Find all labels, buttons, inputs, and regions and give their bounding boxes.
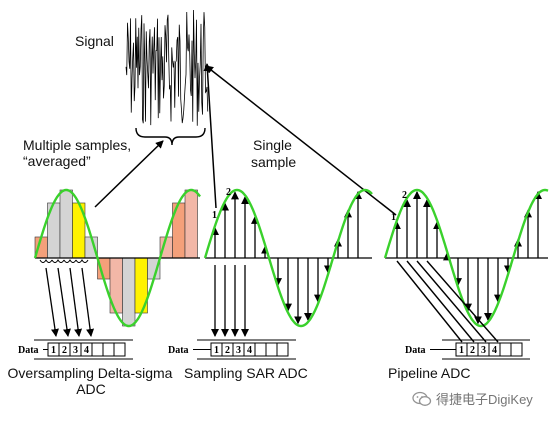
sample-brace [51, 259, 65, 263]
oversample-strip [59, 189, 73, 259]
watermark-text: 得捷电子DigiKey [436, 392, 533, 407]
signal-bracket [135, 127, 206, 146]
single-label: Single [253, 137, 292, 153]
pipeline-sine-wave [383, 188, 549, 328]
sample-label: sample [251, 154, 297, 170]
register-cell [499, 342, 512, 357]
multiple-samples-label: Multiple samples, [23, 137, 132, 153]
noisy-signal [125, 9, 209, 126]
ds-sample-arrow [69, 267, 83, 337]
register-cell-value: 2 [225, 345, 230, 356]
register-cell-value: 3 [236, 345, 241, 356]
pipeline-sample-arrows [393, 190, 542, 325]
ds-transfer-arrows [45, 267, 95, 337]
register-cell [254, 342, 267, 357]
pipeline-transfer-line [416, 260, 487, 343]
register-cell-value: 4 [247, 345, 252, 356]
pipe-sample-1-mark: 1 [391, 212, 396, 223]
register-cell [265, 342, 278, 357]
sample-brace [39, 259, 53, 263]
register-cell-value: 2 [470, 345, 475, 356]
wechat-icon [412, 391, 432, 406]
register-cell-value: 1 [459, 345, 464, 356]
ds-sample-arrow [45, 267, 59, 337]
sar-adc-label: Sampling SAR ADC [184, 365, 308, 381]
pipeline-transfer-line [426, 260, 499, 343]
sample-brace [75, 259, 89, 263]
ds-sample-arrow [81, 267, 95, 337]
signal-trace [125, 9, 209, 126]
register-cell [113, 342, 126, 357]
watermark: 得捷电子DigiKey [412, 389, 533, 408]
register-data-label: Data [18, 345, 39, 356]
pipeline-transfer-lines [396, 260, 499, 343]
sar-sample-2-mark: 2 [226, 187, 231, 198]
register-cell-value: 3 [73, 345, 78, 356]
delta-sigma-adc-label: Oversampling Delta-sigma [7, 365, 173, 381]
register-cell [91, 342, 104, 357]
averaged-label: “averaged” [23, 153, 91, 169]
ds-sample-arrow [57, 267, 71, 337]
sar-sample-arrows [211, 190, 362, 325]
register-data-label: Data [168, 345, 189, 356]
register-cell-value: 3 [481, 345, 486, 356]
sar-sample-1-mark: 1 [212, 210, 217, 221]
register-cell [276, 342, 289, 357]
pipeline-transfer-line [406, 260, 475, 343]
sample-brace [63, 259, 77, 263]
signal-label: Signal [75, 33, 114, 49]
delta-sigma-sine-wave [33, 188, 201, 328]
delta-sigma-adc-label-line2: ADC [76, 381, 106, 397]
pipe-sample-2-mark: 2 [402, 190, 407, 201]
single-sample-arrow [203, 63, 217, 209]
register-cell [102, 342, 115, 357]
register-cell-value: 1 [51, 345, 56, 356]
oversample-strip [184, 189, 198, 259]
ds-sample-braces [39, 259, 89, 263]
register-cell-value: 1 [214, 345, 219, 356]
pipeline-transfer-line [396, 260, 463, 343]
register-cell-value: 4 [84, 345, 89, 356]
register-data-label: Data [405, 345, 426, 356]
pipeline-adc-label: Pipeline ADC [388, 365, 471, 381]
sar-sine-wave [203, 188, 373, 328]
sar-transfer-arrows [211, 265, 249, 337]
register-cell [510, 342, 523, 357]
register-cell-value: 4 [492, 345, 497, 356]
oversample-strip [122, 257, 136, 327]
register-cell-value: 2 [62, 345, 67, 356]
averaged-arrow [94, 140, 164, 208]
